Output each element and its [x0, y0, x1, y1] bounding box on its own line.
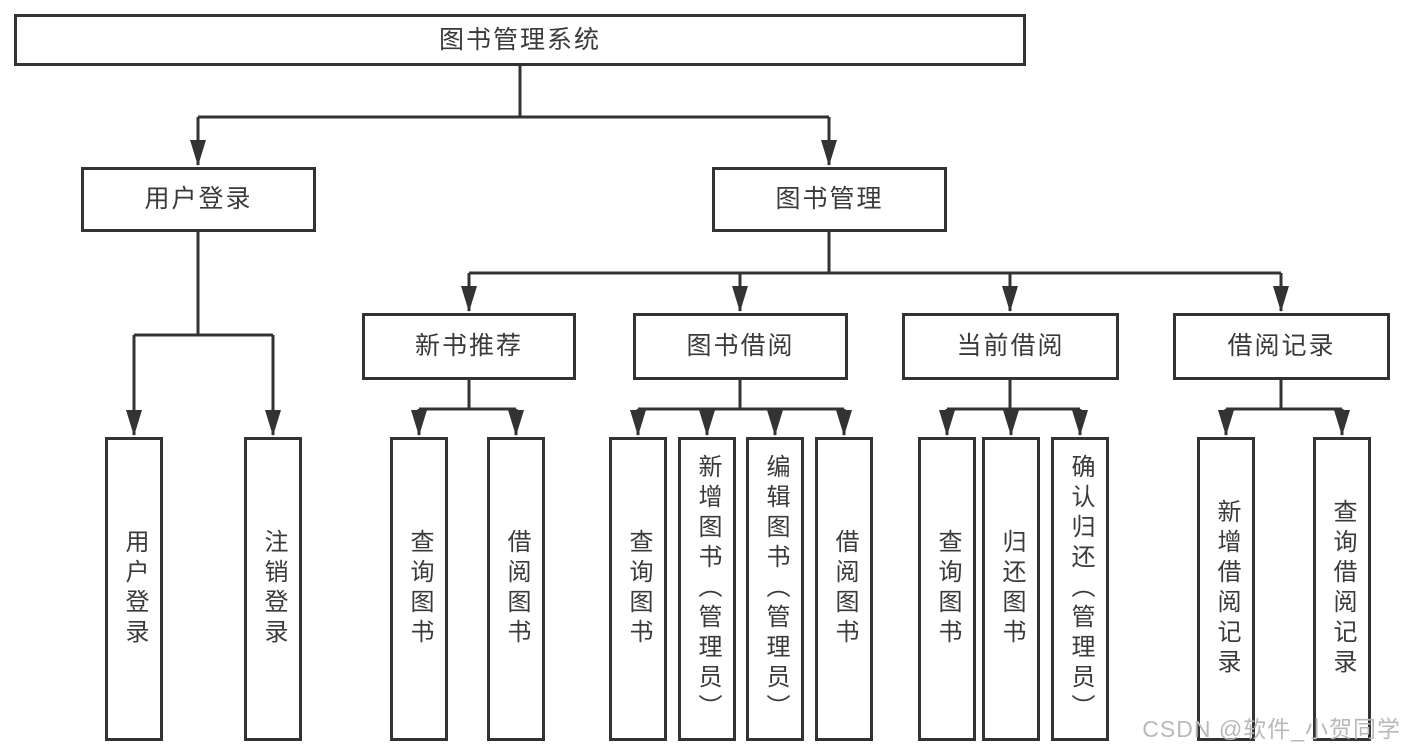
leaf-query-book-recommend: 查询图书	[390, 437, 448, 741]
leaf-return-book: 归还图书	[982, 437, 1040, 741]
leaf-user-login: 用户登录	[105, 437, 163, 741]
leaf-logout: 注销登录	[244, 437, 302, 741]
node-book-borrow: 图书借阅	[633, 313, 848, 380]
node-book-management: 图书管理	[712, 167, 947, 232]
leaf-query-borrow-record: 查询借阅记录	[1313, 437, 1371, 741]
node-root: 图书管理系统	[14, 14, 1026, 66]
node-borrow-records: 借阅记录	[1173, 313, 1390, 380]
node-new-book-recommend: 新书推荐	[362, 313, 576, 380]
arrow-heads	[126, 117, 1350, 436]
node-current-borrow: 当前借阅	[902, 313, 1119, 380]
leaf-borrow-book: 借阅图书	[815, 437, 873, 741]
node-user-login: 用户登录	[81, 167, 316, 232]
tree-lines	[134, 66, 1342, 411]
leaf-borrow-book-recommend: 借阅图书	[487, 437, 545, 741]
leaf-confirm-return-admin: 确认归还（管理员）	[1051, 437, 1109, 741]
leaf-edit-book-admin: 编辑图书（管理员）	[746, 437, 804, 741]
leaf-add-book-admin: 新增图书（管理员）	[678, 437, 736, 741]
leaf-query-book-borrow: 查询图书	[609, 437, 667, 741]
csdn-watermark: CSDN @软件_小贺同学	[1142, 716, 1401, 742]
leaf-add-borrow-record: 新增借阅记录	[1197, 437, 1255, 741]
leaf-query-book-current: 查询图书	[918, 437, 976, 741]
